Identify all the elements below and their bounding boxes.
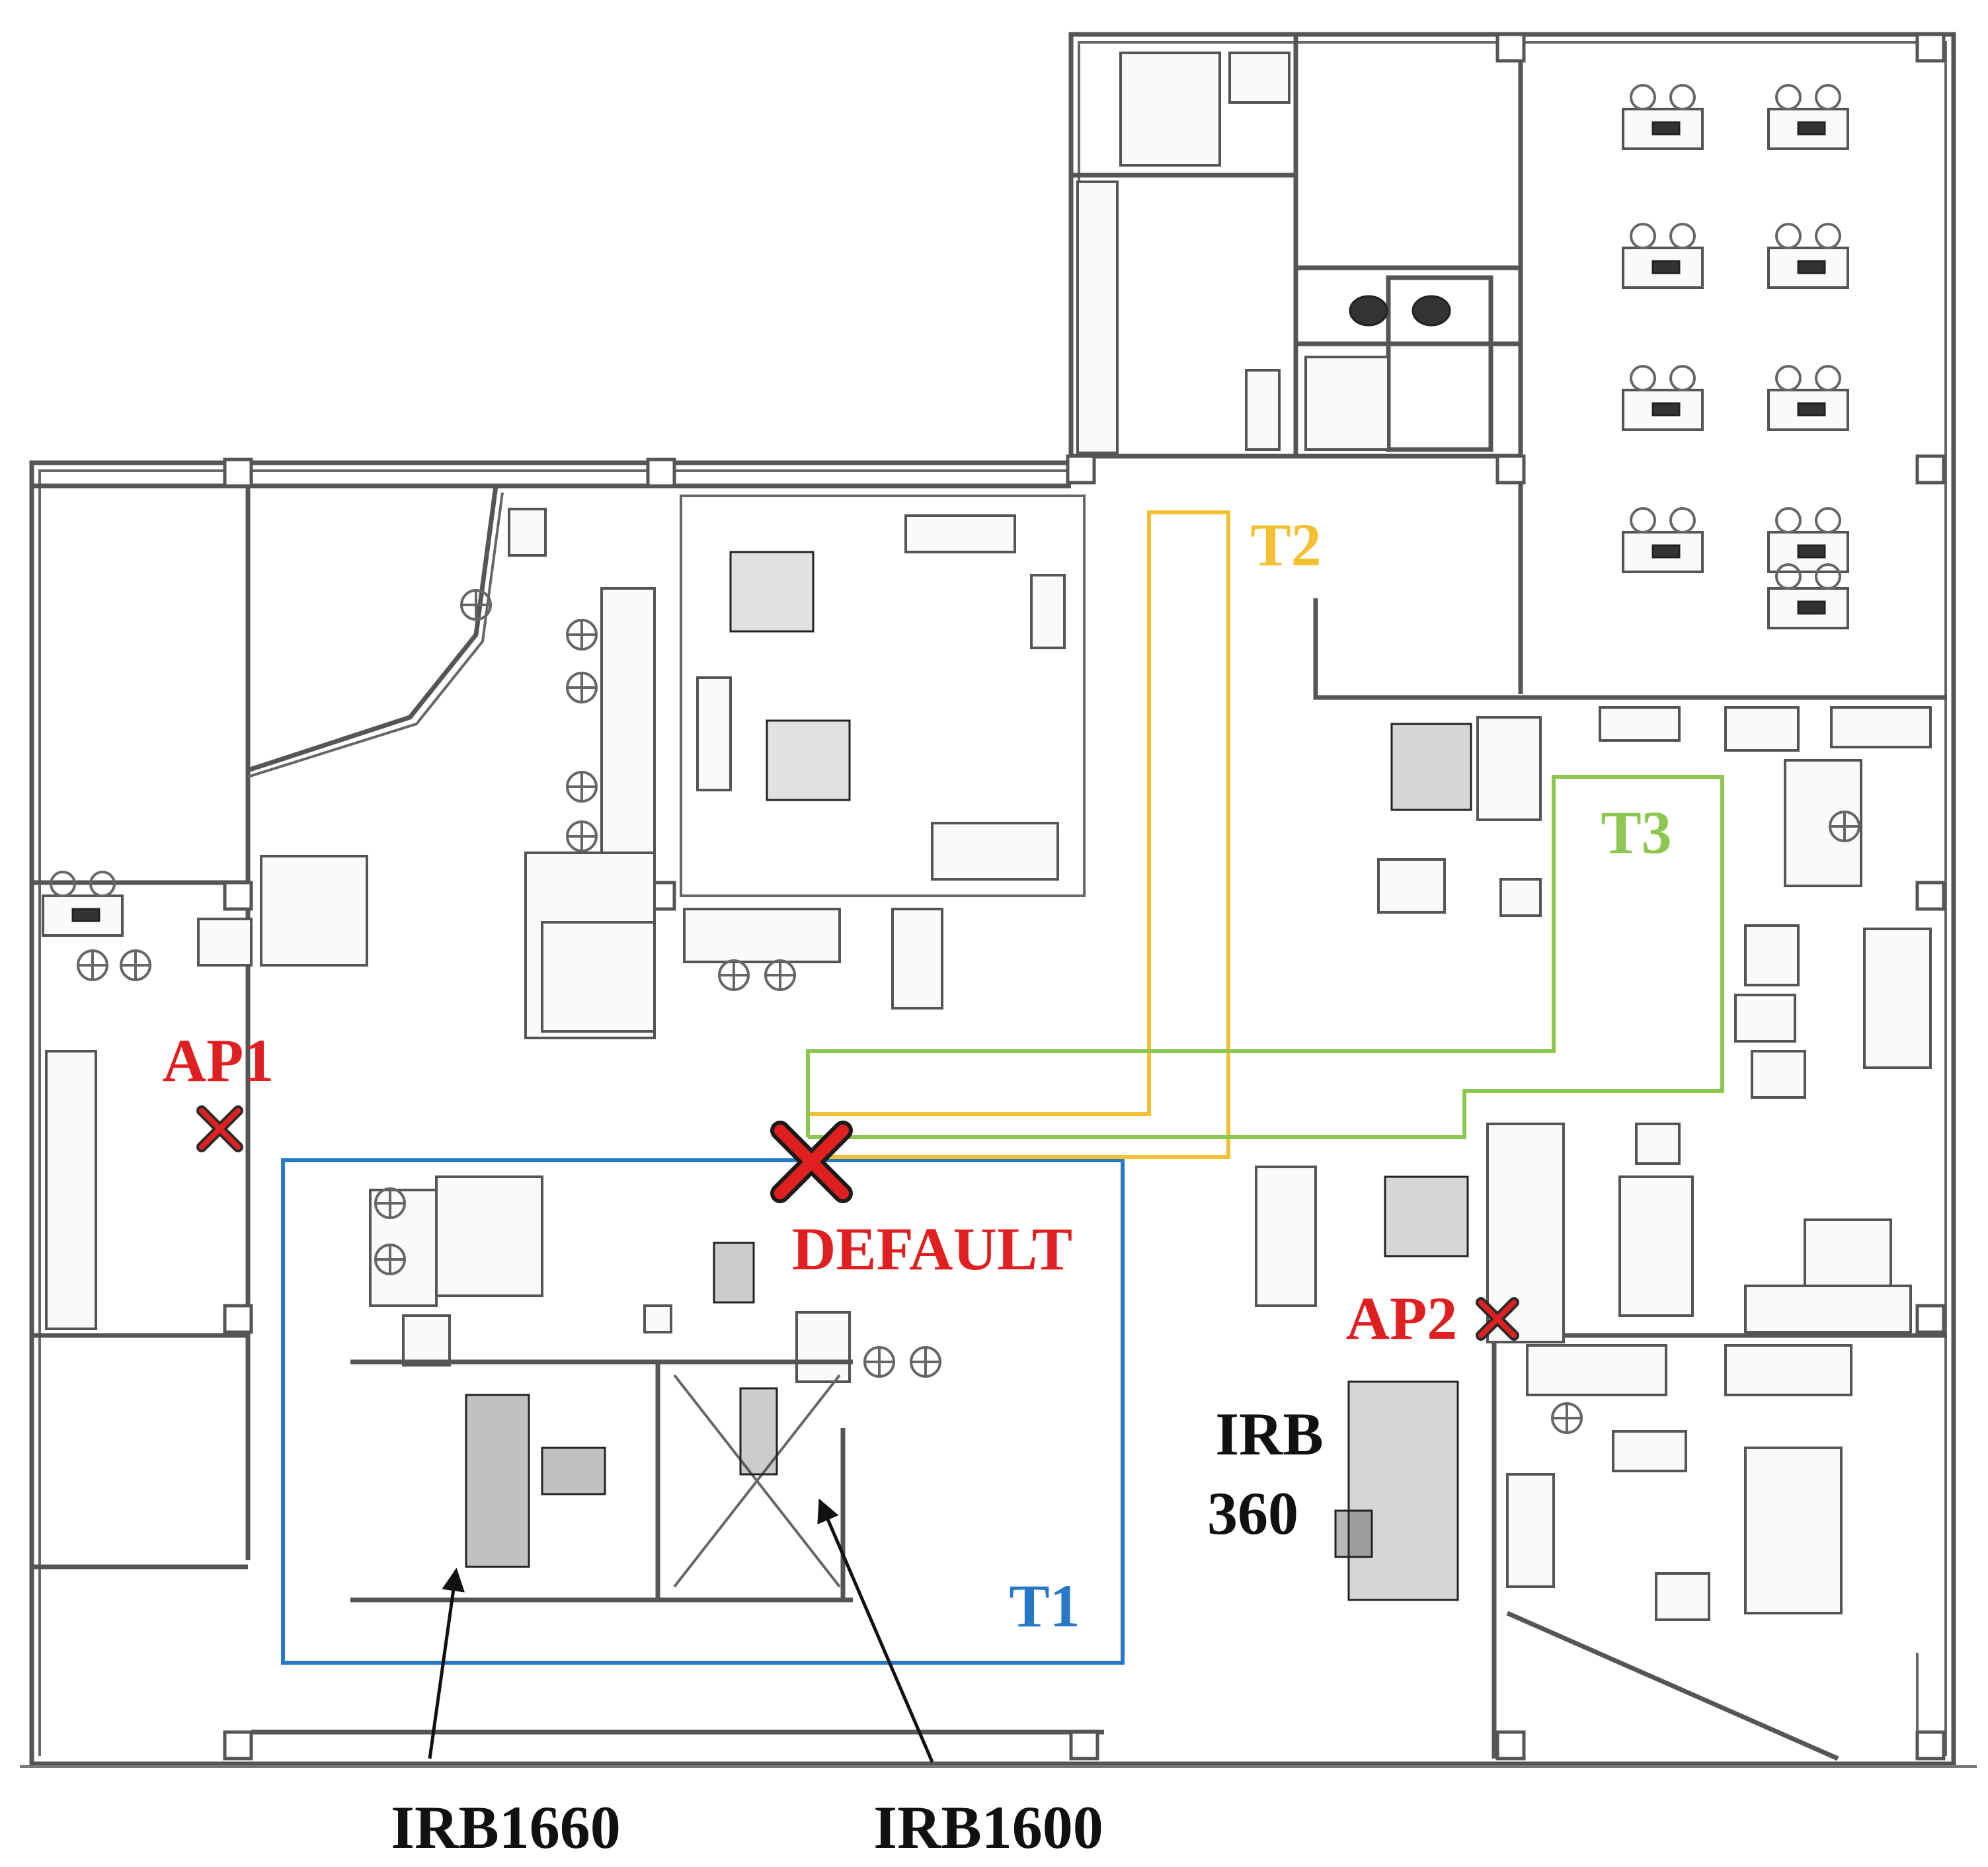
t1-robot-cell <box>350 1175 941 1603</box>
irb1600-label: IRB1600 <box>873 1794 1103 1861</box>
structural-posts <box>223 32 1946 1761</box>
t1-label: T1 <box>1009 1572 1080 1640</box>
t2-label: T2 <box>1250 511 1321 578</box>
irb1660-label: IRB1660 <box>391 1794 621 1861</box>
ap1-label: AP1 <box>163 1027 274 1094</box>
trajectory-t1 <box>281 1158 1125 1665</box>
ap2-marker <box>1476 1297 1519 1341</box>
upper-robot-cell <box>260 495 1086 1039</box>
irb1600-arrow <box>817 1498 934 1763</box>
t3-label: T3 <box>1601 799 1671 866</box>
right-area-equipment <box>1255 716 1681 1601</box>
upper-rooms <box>1076 52 1451 454</box>
default-label: DEFAULT <box>792 1215 1072 1283</box>
default-marker <box>770 1121 853 1203</box>
ap2-label: AP2 <box>1346 1285 1458 1352</box>
irb360-label-line1: IRB <box>1215 1400 1324 1468</box>
ap1-marker <box>195 1104 245 1154</box>
office-workstations <box>42 84 1932 1621</box>
trajectory-t3 <box>806 775 1724 1139</box>
irb360-label-line2: 360 <box>1207 1480 1298 1547</box>
trajectory-t2 <box>808 510 1230 1159</box>
irb1660-arrow <box>428 1568 465 1759</box>
